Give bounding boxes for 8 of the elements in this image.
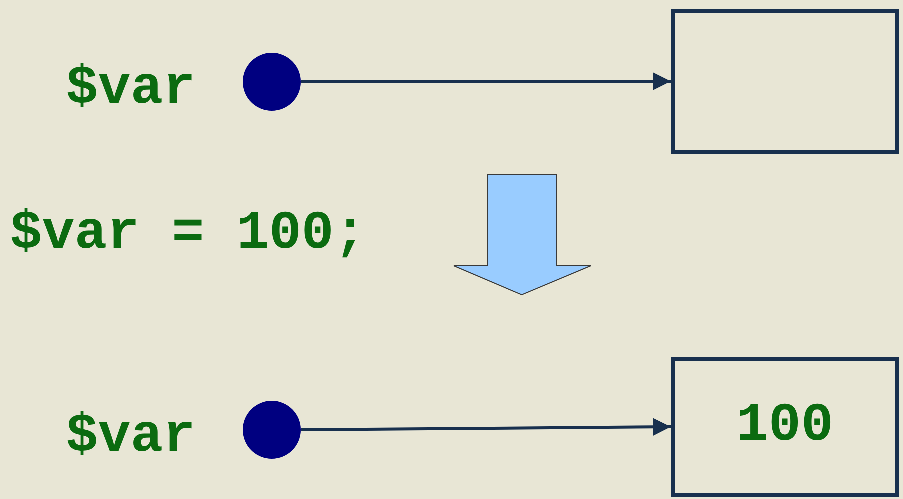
- variable-name: $var: [66, 60, 196, 120]
- arrow: [301, 72, 671, 91]
- arrow: [300, 418, 672, 436]
- variable-name: $var: [66, 408, 196, 468]
- value-box: [671, 9, 899, 154]
- value-box: [671, 357, 899, 497]
- code-statement: $var = 100;: [10, 205, 366, 265]
- value-text: 100: [736, 397, 834, 457]
